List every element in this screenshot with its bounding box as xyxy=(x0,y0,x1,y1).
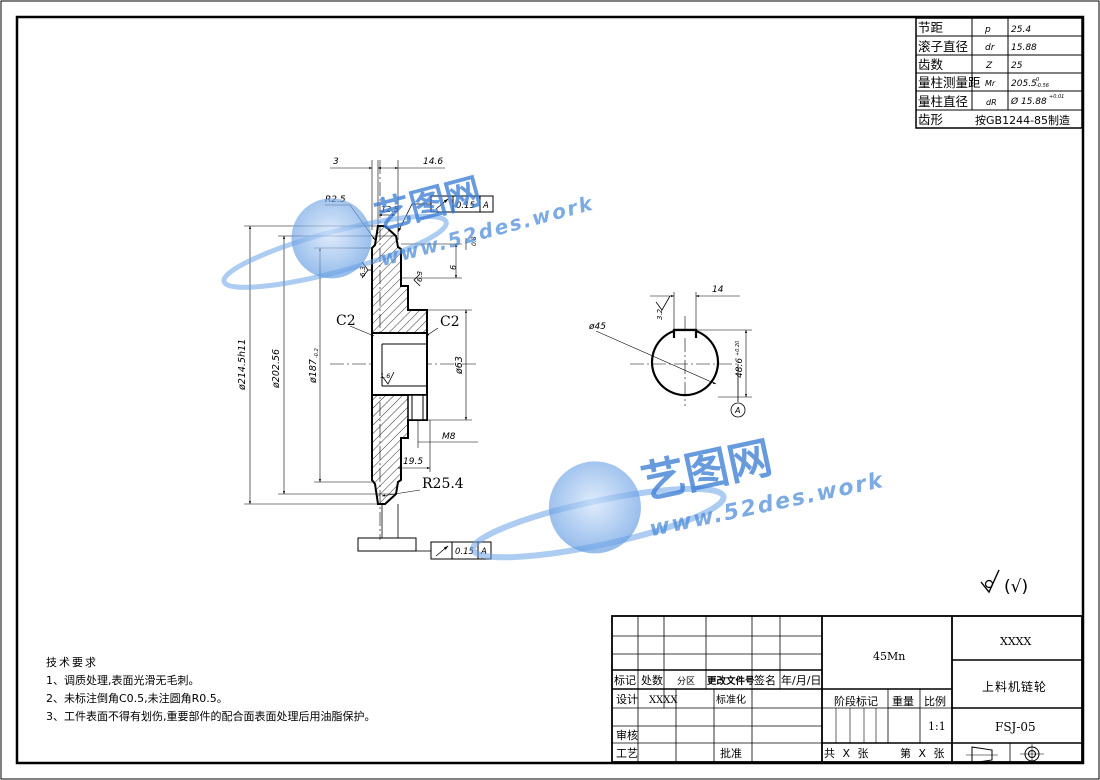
watermark-globe-icon-2 xyxy=(548,461,641,554)
param-name-pitch: 节距 xyxy=(918,20,943,35)
dim-m8: M8 xyxy=(442,432,456,442)
tb-ratio-value: 1:1 xyxy=(928,720,946,733)
param-name-teeth: 齿数 xyxy=(918,57,944,72)
general-roughness: (√) xyxy=(980,569,1028,597)
param-value-pitch: 25.4 xyxy=(1011,25,1031,35)
dim-pitch-202-56: ø202.56 xyxy=(271,349,282,389)
tb-h-mark: 标记 xyxy=(614,673,636,687)
param-value-roller-dia: 15.88 xyxy=(1011,43,1037,53)
runout-datum-top: A xyxy=(482,201,489,211)
tb-sheet-no: 第 X 张 xyxy=(900,746,947,760)
keyway-view: 14 3.2 ø45 48.6 +0.20 A xyxy=(588,285,752,418)
keyway-dim-48-6: 48.6 xyxy=(735,358,745,378)
dim-root-187: ø187 xyxy=(308,359,319,384)
param-symbol-teeth: Z xyxy=(985,61,993,71)
tb-h-docno: 更改文件号 xyxy=(707,675,755,687)
watermark-globe-icon xyxy=(291,198,372,279)
keyway-rough-3-2: 3.2 xyxy=(656,308,664,320)
param-sup-pin-dia: +0.01 xyxy=(1049,94,1064,100)
dim-0-8: 0.8 xyxy=(471,236,478,246)
note-item-1: 1、调质处理,表面光滑无毛刺。 xyxy=(46,674,200,687)
param-sub-measure-dist: -0.56 xyxy=(1036,83,1049,89)
title-block xyxy=(611,615,1083,763)
datum-a-marker xyxy=(730,402,746,418)
runout-frame-top: 0.15 A xyxy=(397,195,494,233)
tb-weight: 重量 xyxy=(892,694,914,708)
parameter-table: 节距 p 25.4 滚子直径 dr 15.88 齿数 Z 25 量柱测量距 Mr… xyxy=(915,17,1083,129)
datum-a-label: A xyxy=(734,406,740,415)
dim-root-187-tol: -0.2 xyxy=(314,348,320,358)
dim-12-5: 12.5 xyxy=(381,205,399,214)
param-name-pin-dia: 量柱直径 xyxy=(918,94,968,109)
tb-h-count: 处数 xyxy=(641,674,663,687)
dim-14-6: 14.6 xyxy=(423,157,443,167)
tb-company: XXXX xyxy=(1000,635,1031,648)
projection-symbol-icon xyxy=(966,744,1044,764)
rough-1-6-bore: 1.6 xyxy=(380,372,390,380)
tb-approve: 批准 xyxy=(720,746,742,760)
tb-designer: XXXX xyxy=(649,695,678,706)
tb-standard: 标准化 xyxy=(716,693,746,706)
roughness-note: (√) xyxy=(1004,577,1028,597)
notes-title: 技术要求 xyxy=(46,656,98,669)
inner-frame xyxy=(15,15,1085,765)
tb-material: 45Mn xyxy=(873,650,905,663)
tb-ratio: 比例 xyxy=(924,694,946,708)
chamfer-c2-right: C2 xyxy=(440,314,460,330)
param-value-measure-dist: 205.5 xyxy=(1011,79,1037,89)
technical-notes: 技术要求 1、调质处理,表面光滑无毛刺。 2、未标注倒角C0.5,未注圆角R0.… xyxy=(46,654,376,726)
tb-review: 审核 xyxy=(616,728,638,742)
param-name-roller-dia: 滚子直径 xyxy=(918,39,968,54)
roughness-mark-bore: 1.6 xyxy=(380,371,395,385)
dim-r25-4: R25.4 xyxy=(422,476,464,492)
tb-h-date: 年/月/日 xyxy=(781,673,821,687)
keyway-dim-14: 14 xyxy=(712,285,724,295)
tb-total-sheets: 共 X 张 xyxy=(824,747,871,760)
param-name-tooth-form: 齿形 xyxy=(918,112,944,127)
bore-dia-45: ø45 xyxy=(588,322,606,332)
param-value-pin-dia: Ø 15.88 xyxy=(1010,96,1047,107)
tb-h-sign: 签名 xyxy=(754,673,776,687)
watermark-mid: 艺图网 www.52des.work xyxy=(469,432,887,561)
param-name-measure-dist: 量柱测量距 xyxy=(918,75,981,90)
tb-h-zone: 分区 xyxy=(677,676,695,687)
title-block-text: 标记 处数 分区 更改文件号 签名 年/月/日 设计 XXXX 标准化 审核 工… xyxy=(614,635,1047,764)
param-symbol-measure-dist: Mr xyxy=(985,79,996,88)
dim-6: 6 xyxy=(449,265,458,270)
tb-design: 设计 xyxy=(616,693,638,706)
dim-19-5: 19.5 xyxy=(403,457,423,467)
watermark-top: 艺图网 www.52des.work xyxy=(221,171,597,290)
dim-od-214-5: ø214.5h11 xyxy=(237,339,248,391)
param-symbol-pin-dia: dR xyxy=(986,98,997,107)
param-symbol-pitch: p xyxy=(984,25,991,35)
tb-craft: 工艺 xyxy=(616,747,638,760)
bore-outline xyxy=(650,328,720,397)
chamfer-c2-left: C2 xyxy=(336,313,356,329)
dim-3: 3 xyxy=(333,157,339,167)
note-item-2: 2、未标注倒角C0.5,未注圆角R0.5。 xyxy=(46,692,228,705)
rough-6-3-web: 6.3 xyxy=(416,271,424,282)
keyway-dim-48-6-tol: +0.20 xyxy=(735,341,741,356)
runout-value-bottom: 0.15 xyxy=(455,547,474,557)
param-symbol-roller-dia: dr xyxy=(985,43,996,53)
threaded-hole xyxy=(407,394,428,421)
param-value-tooth-form: 按GB1244-85制造 xyxy=(975,113,1070,127)
main-section-view: 3 14.6 R2.5 12.5 0.15 A 6 0.8 xyxy=(237,157,494,560)
tb-part-name: 上料机链轮 xyxy=(982,679,1047,694)
runout-value-top: 0.15 xyxy=(456,201,475,211)
tb-drawing-no: FSJ-05 xyxy=(995,720,1036,734)
param-value-teeth: 25 xyxy=(1011,61,1023,71)
param-sup-measure-dist: 0 xyxy=(1036,77,1039,83)
dim-hub-63: ø63 xyxy=(454,356,465,375)
runout-datum-bottom: A xyxy=(480,547,487,557)
rough-6-3-left: 6.3 xyxy=(359,266,367,277)
tb-stage: 阶段标记 xyxy=(834,694,878,708)
roughness-mark-web: 6.3 xyxy=(413,271,424,287)
note-item-3: 3、工件表面不得有划伤,重要部件的配合面表面处理后用油脂保护。 xyxy=(46,710,376,723)
